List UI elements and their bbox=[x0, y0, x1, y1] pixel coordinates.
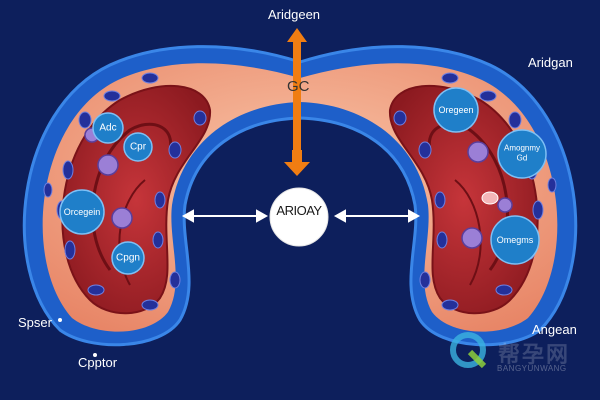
right-double-arrow bbox=[333, 209, 421, 223]
right-fold-2 bbox=[454, 179, 482, 286]
left-double-arrow bbox=[181, 209, 269, 223]
label-top: Aridgeen bbox=[268, 7, 321, 22]
watermark-subtext: BANGYUNWANG bbox=[497, 364, 567, 373]
nucleus bbox=[481, 191, 499, 205]
bubble-label: Omegms bbox=[496, 235, 534, 245]
bubble-label: Orcegein bbox=[63, 207, 101, 217]
left-fold bbox=[91, 122, 173, 271]
watermark-logo bbox=[450, 332, 487, 369]
label-left-mid: Spser bbox=[18, 315, 52, 330]
label-right-bottom: Angean bbox=[532, 322, 577, 337]
bubble-label: Cpgn bbox=[116, 252, 140, 264]
bubble-label: Amognmy bbox=[503, 143, 541, 153]
bubble-label: Gd bbox=[516, 153, 528, 163]
label-gc: GC bbox=[287, 78, 310, 95]
label-right-top: Aridgan bbox=[528, 55, 573, 70]
pointer-dot bbox=[58, 318, 62, 322]
bubble-label: Adc bbox=[99, 122, 117, 134]
bubble-label: Cpr bbox=[129, 141, 147, 153]
center-label: ARIOAY bbox=[276, 203, 322, 218]
edge-cells bbox=[43, 72, 557, 311]
pointer-dot bbox=[93, 353, 97, 357]
vertical-arrow bbox=[284, 28, 310, 176]
center-circle bbox=[269, 187, 329, 247]
watermark-text: 帮孕网 bbox=[498, 343, 571, 368]
bubble-label: Oregeen bbox=[438, 105, 474, 115]
bubbles bbox=[59, 87, 547, 275]
label-left-bottom: Cpptor bbox=[78, 355, 118, 370]
